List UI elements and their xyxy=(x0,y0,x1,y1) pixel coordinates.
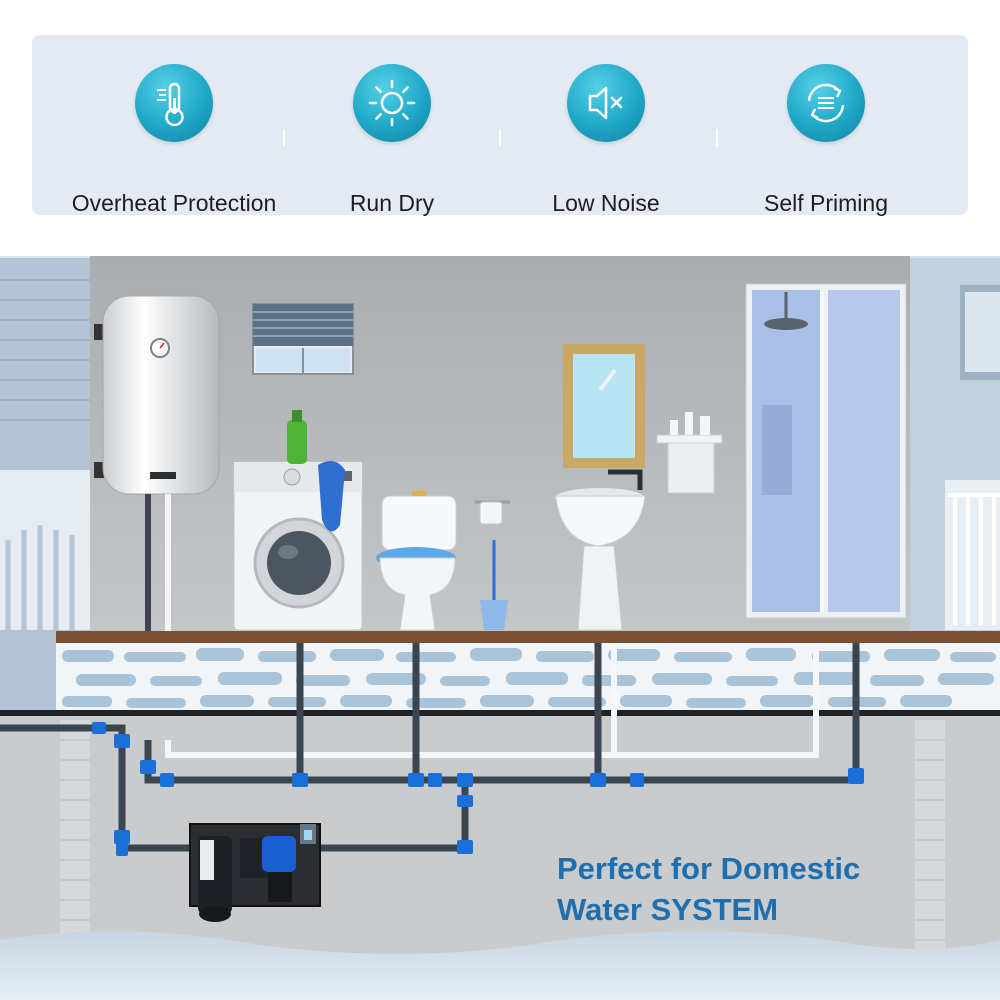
feature-panel: Overheat Protection Run Dry xyxy=(32,35,968,215)
feature-label: Self Priming xyxy=(764,190,888,216)
stone-foundation xyxy=(56,643,1000,713)
floor xyxy=(56,631,1000,643)
shower-cabin xyxy=(745,283,907,619)
feature-label: Run Dry xyxy=(349,190,435,216)
feature-label: Low Noise xyxy=(552,190,660,216)
feature-run-dry: Run Dry xyxy=(275,35,509,215)
caption-line-2: Water SYSTEM xyxy=(557,892,779,927)
bathroom-shelf xyxy=(656,412,723,494)
feature-self-priming: Self Priming xyxy=(709,35,943,215)
left-house-siding xyxy=(0,258,90,718)
speaker-mute-icon xyxy=(567,64,645,142)
feature-overheat-protection: Overheat Protection xyxy=(57,35,291,215)
thermometer-icon xyxy=(135,64,213,142)
feature-divider xyxy=(499,129,501,147)
sun-icon xyxy=(353,64,431,142)
feature-divider xyxy=(716,129,718,147)
washing-machine xyxy=(233,410,363,631)
mirror xyxy=(563,344,645,468)
ground-line xyxy=(0,710,1000,716)
sink xyxy=(555,469,646,631)
feature-low-noise: Low Noise xyxy=(489,35,723,215)
feature-label: Overheat Protection xyxy=(71,190,277,216)
caption-line-1: Perfect for Domestic xyxy=(557,851,861,886)
feature-divider xyxy=(283,129,285,147)
water-pump-unit xyxy=(189,823,321,922)
window xyxy=(252,303,354,375)
toilet-paper-holder xyxy=(475,500,510,630)
pipe-fittings xyxy=(92,722,864,856)
toilet xyxy=(376,491,457,631)
domestic-water-system-caption: Perfect for Domestic Water SYSTEM xyxy=(557,848,860,930)
cycle-arrows-icon xyxy=(787,64,865,142)
snow-ground xyxy=(0,931,1000,1000)
scene-svg xyxy=(0,256,1000,1000)
bathroom-plumbing-illustration xyxy=(0,240,1000,1000)
